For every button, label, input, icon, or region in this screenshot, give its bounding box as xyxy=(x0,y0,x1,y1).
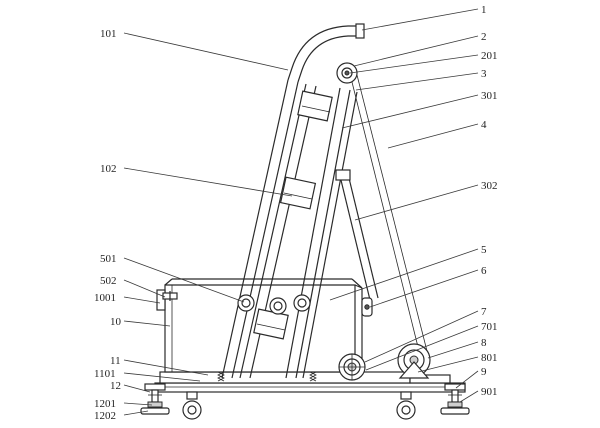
ref-label-901: 901 xyxy=(481,386,498,398)
winch-motor xyxy=(338,353,366,381)
ref-label-7: 7 xyxy=(481,306,487,318)
ref-label-801: 801 xyxy=(481,352,498,364)
leveling-foot-right xyxy=(440,383,470,415)
ref-label-301: 301 xyxy=(481,90,498,102)
ref-label-1101: 1101 xyxy=(94,368,116,380)
ref-label-201: 201 xyxy=(481,50,498,62)
leveling-foot-left xyxy=(140,383,170,415)
rail-roller-left xyxy=(237,294,255,312)
diagonal-brace xyxy=(335,169,379,301)
caster-wheel-left xyxy=(182,391,202,420)
ref-label-1: 1 xyxy=(481,4,487,16)
ref-label-8: 8 xyxy=(481,337,487,349)
ref-label-10: 10 xyxy=(110,316,122,328)
ref-label-302: 302 xyxy=(481,180,498,192)
ref-label-102: 102 xyxy=(100,163,117,175)
ref-label-11: 11 xyxy=(110,355,121,367)
ref-label-12: 12 xyxy=(110,380,121,392)
ref-label-5: 5 xyxy=(481,244,487,256)
ref-label-1202: 1202 xyxy=(94,410,116,422)
top-pulley xyxy=(336,62,358,84)
ref-label-1001: 1001 xyxy=(94,292,116,304)
ref-label-501: 501 xyxy=(100,253,117,265)
leader-lines xyxy=(123,8,479,416)
base-frame xyxy=(154,382,466,393)
bottom-pulley xyxy=(397,343,431,379)
ref-label-3: 3 xyxy=(481,68,487,80)
lock-knob xyxy=(361,297,373,317)
curved-top-tube xyxy=(287,23,365,83)
spring-left xyxy=(217,371,225,382)
ref-label-701: 701 xyxy=(481,321,498,333)
ref-label-1201: 1201 xyxy=(94,398,116,410)
ref-label-9: 9 xyxy=(481,366,487,378)
caster-wheel-right xyxy=(396,391,416,420)
rail-roller-right xyxy=(293,294,311,312)
ref-label-2: 2 xyxy=(481,31,487,43)
rail-clamp-middle xyxy=(279,176,317,210)
rail-roller-middle xyxy=(269,297,287,315)
ref-label-4: 4 xyxy=(481,119,487,131)
lift-rail xyxy=(285,87,358,379)
box-side-handle xyxy=(156,289,178,311)
ref-label-502: 502 xyxy=(100,275,117,287)
spring-right xyxy=(309,371,317,382)
rail-clamp-upper xyxy=(297,90,333,122)
ref-label-101: 101 xyxy=(100,28,117,40)
ref-label-6: 6 xyxy=(481,265,487,277)
